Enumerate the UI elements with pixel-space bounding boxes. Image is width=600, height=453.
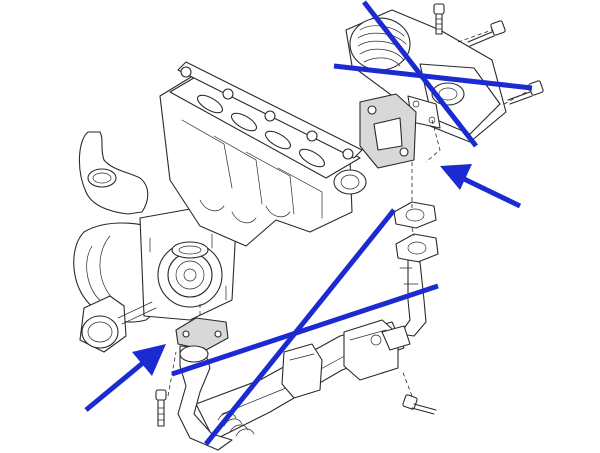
cross-out-egr-cooler [171,208,439,446]
bolt-top [433,3,445,35]
bolt-lower-right [402,394,437,415]
assembly-guide-lines [167,29,531,397]
egr-pipe [395,233,439,337]
gasket-egr-valve [359,93,417,169]
arrow-to-turbo-gasket [84,344,166,412]
inlet-rail [177,61,363,160]
exhaust-manifold [159,71,367,247]
bolt-upper-right [467,20,506,47]
gasket-pipe-flange-upper [393,201,437,229]
turbocharger [73,131,237,353]
bolt-lower-left [155,389,167,427]
arrow-to-egr-gasket [440,164,522,209]
gasket-turbo [175,317,229,351]
cross-out-egr-valve [333,0,533,148]
egr-cooler [177,319,411,451]
